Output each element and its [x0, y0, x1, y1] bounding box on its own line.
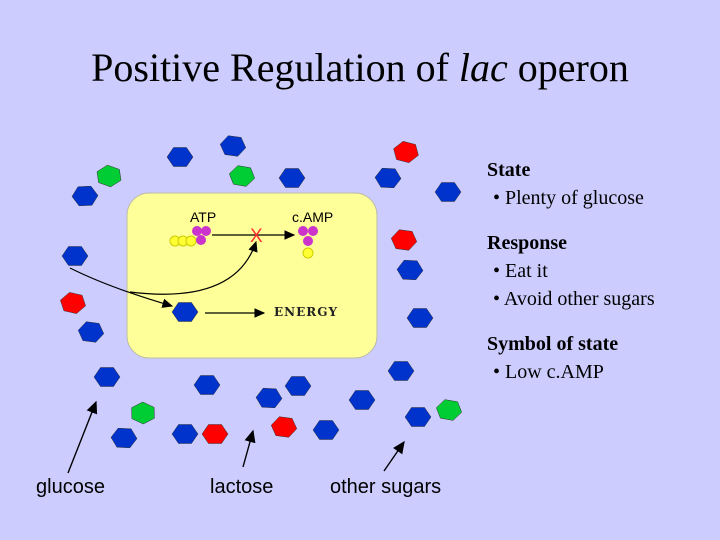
lactose-hexagon [201, 424, 229, 444]
state-block: State • Plenty of glucose [487, 156, 644, 212]
symbol-heading: Symbol of state [487, 333, 619, 355]
lactose-hexagon [390, 229, 418, 251]
atp-label: ATP [190, 209, 216, 225]
glucose-hexagon [219, 135, 247, 157]
legend-glucose: glucose [36, 476, 105, 498]
glucose-hexagon [434, 182, 462, 202]
camp-molecule [298, 226, 318, 259]
glucose-hexagon [110, 427, 138, 449]
legend-other-sugars: other sugars [330, 476, 442, 498]
inhibition-arrow [129, 240, 258, 295]
glucose-hexagon [396, 259, 424, 281]
lactose-hexagon [60, 292, 86, 314]
glucose-uptake-arrow [69, 267, 174, 308]
glucose-hexagon [406, 308, 434, 328]
other-sugars-pointer [383, 440, 405, 472]
glucose-hexagon [61, 246, 89, 266]
other-sugar-hexagon [229, 165, 255, 187]
glucose-hexagon [71, 185, 99, 207]
camp-label: c.AMP [292, 209, 333, 225]
glucose-hexagon [193, 375, 221, 395]
glucose-hexagon [171, 302, 199, 322]
other-sugar-hexagon [436, 399, 462, 421]
response-item: • Eat it [493, 260, 548, 282]
legend-lactose: lactose [210, 476, 274, 498]
glucose-hexagon [374, 167, 402, 189]
atp-molecule [169, 226, 211, 247]
glucose-hexagon [166, 147, 194, 167]
lactose-hexagon [393, 141, 419, 163]
lactose-hexagon [270, 416, 298, 438]
response-item: • Avoid other sugars [493, 288, 655, 310]
glucose-hexagon [387, 361, 415, 381]
glucose-hexagon [312, 420, 340, 440]
blocked-x: X [250, 226, 263, 247]
glucose-hexagon [348, 390, 376, 410]
sugar-molecules [60, 135, 462, 449]
glucose-hexagon [93, 367, 121, 387]
glucose-pointer [67, 400, 98, 474]
slide-title: Positive Regulation of lac operon [91, 45, 629, 90]
other-sugar-hexagon [131, 401, 155, 425]
symbol-item: • Low c.AMP [493, 361, 604, 383]
glucose-hexagon [77, 321, 105, 343]
glucose-hexagon [255, 387, 283, 409]
cell-body [126, 192, 378, 359]
state-item: • Plenty of glucose [493, 187, 644, 209]
glucose-hexagon [284, 376, 312, 396]
energy-label: ENERGY [274, 305, 338, 319]
symbol-block: Symbol of state • Low c.AMP [487, 330, 618, 386]
glucose-hexagon [278, 168, 306, 188]
response-heading: Response [487, 232, 568, 254]
glucose-hexagon [404, 407, 432, 427]
lactose-pointer [242, 429, 256, 468]
response-block: Response • Eat it • Avoid other sugars [487, 229, 655, 313]
other-sugar-hexagon [96, 164, 122, 188]
state-heading: State [487, 159, 531, 181]
glucose-hexagon [171, 424, 199, 444]
